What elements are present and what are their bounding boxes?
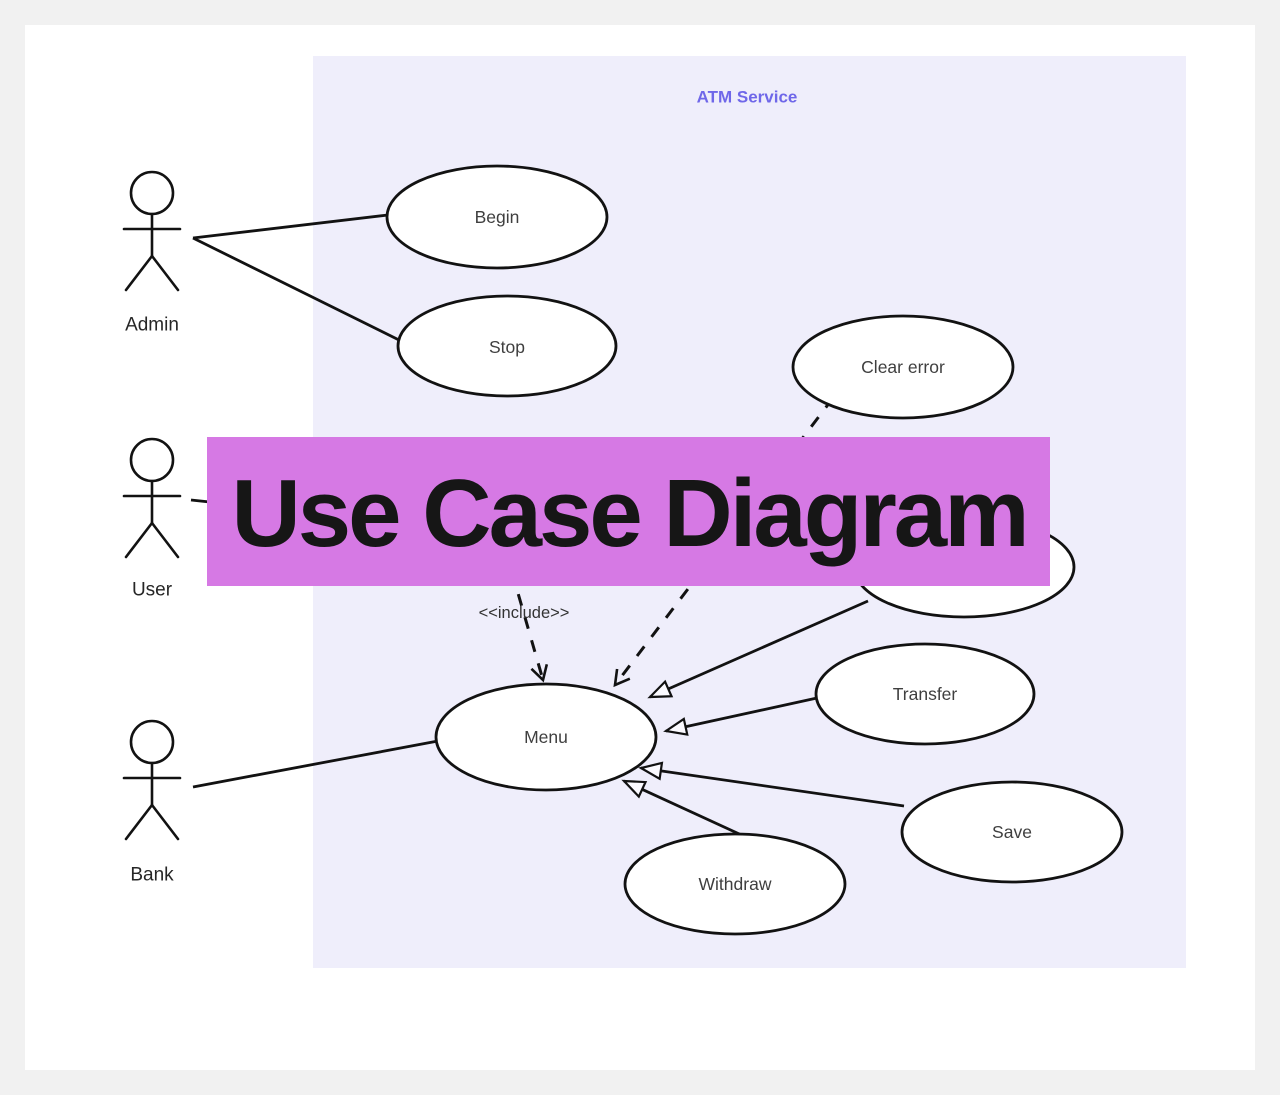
actor-bank-label: Bank — [130, 865, 174, 886]
use-case-transfer-label: Transfer — [893, 684, 958, 704]
actor-admin — [122, 170, 182, 292]
connector-save-menu — [638, 761, 905, 808]
connector-hidden-menu — [647, 599, 869, 699]
actor-bank — [122, 719, 182, 841]
use-case-clear-error-label: Clear error — [861, 357, 945, 377]
use-case-menu: Menu — [434, 682, 658, 792]
use-case-transfer-shape — [814, 642, 1036, 746]
title-banner-background — [207, 437, 1050, 586]
use-case-stop: Stop — [396, 294, 618, 398]
use-case-save-shape — [900, 780, 1124, 884]
connector-admin-begin — [192, 213, 389, 240]
use-case-begin: Begin — [385, 164, 609, 270]
use-case-begin-label: Begin — [475, 207, 520, 227]
connector-transfer-menu — [663, 696, 818, 736]
connector-bank-menu — [192, 739, 439, 789]
connector-admin-stop — [192, 236, 402, 343]
actor-user — [122, 437, 182, 559]
use-case-save-label: Save — [992, 822, 1032, 842]
use-case-clear-error: Clear error — [791, 314, 1015, 420]
bank-figure-icon — [129, 719, 175, 765]
use-case-stop-label: Stop — [489, 337, 525, 357]
admin-figure-icon — [129, 170, 175, 216]
use-case-transfer: Transfer — [814, 642, 1036, 746]
use-case-withdraw: Withdraw — [623, 832, 847, 936]
include-stereotype-label: <<include>> — [479, 604, 570, 622]
use-case-begin-shape — [385, 164, 609, 270]
use-case-save: Save — [900, 780, 1124, 884]
actor-user-label: User — [132, 580, 173, 601]
use-case-clear-error-shape — [791, 314, 1015, 420]
use-case-withdraw-label: Withdraw — [699, 874, 772, 894]
user-figure-icon — [129, 437, 175, 483]
use-case-menu-shape — [434, 682, 658, 792]
use-case-withdraw-shape — [623, 832, 847, 936]
title-banner: Use Case Diagram — [207, 437, 1050, 586]
use-case-stop-shape — [396, 294, 618, 398]
title-banner-text: Use Case Diagram — [231, 460, 1026, 567]
use-case-menu-label: Menu — [524, 727, 568, 747]
atm-service-title: ATM Service — [697, 88, 798, 107]
connector-withdraw-menu — [621, 779, 749, 840]
actor-admin-label: Admin — [125, 315, 179, 336]
